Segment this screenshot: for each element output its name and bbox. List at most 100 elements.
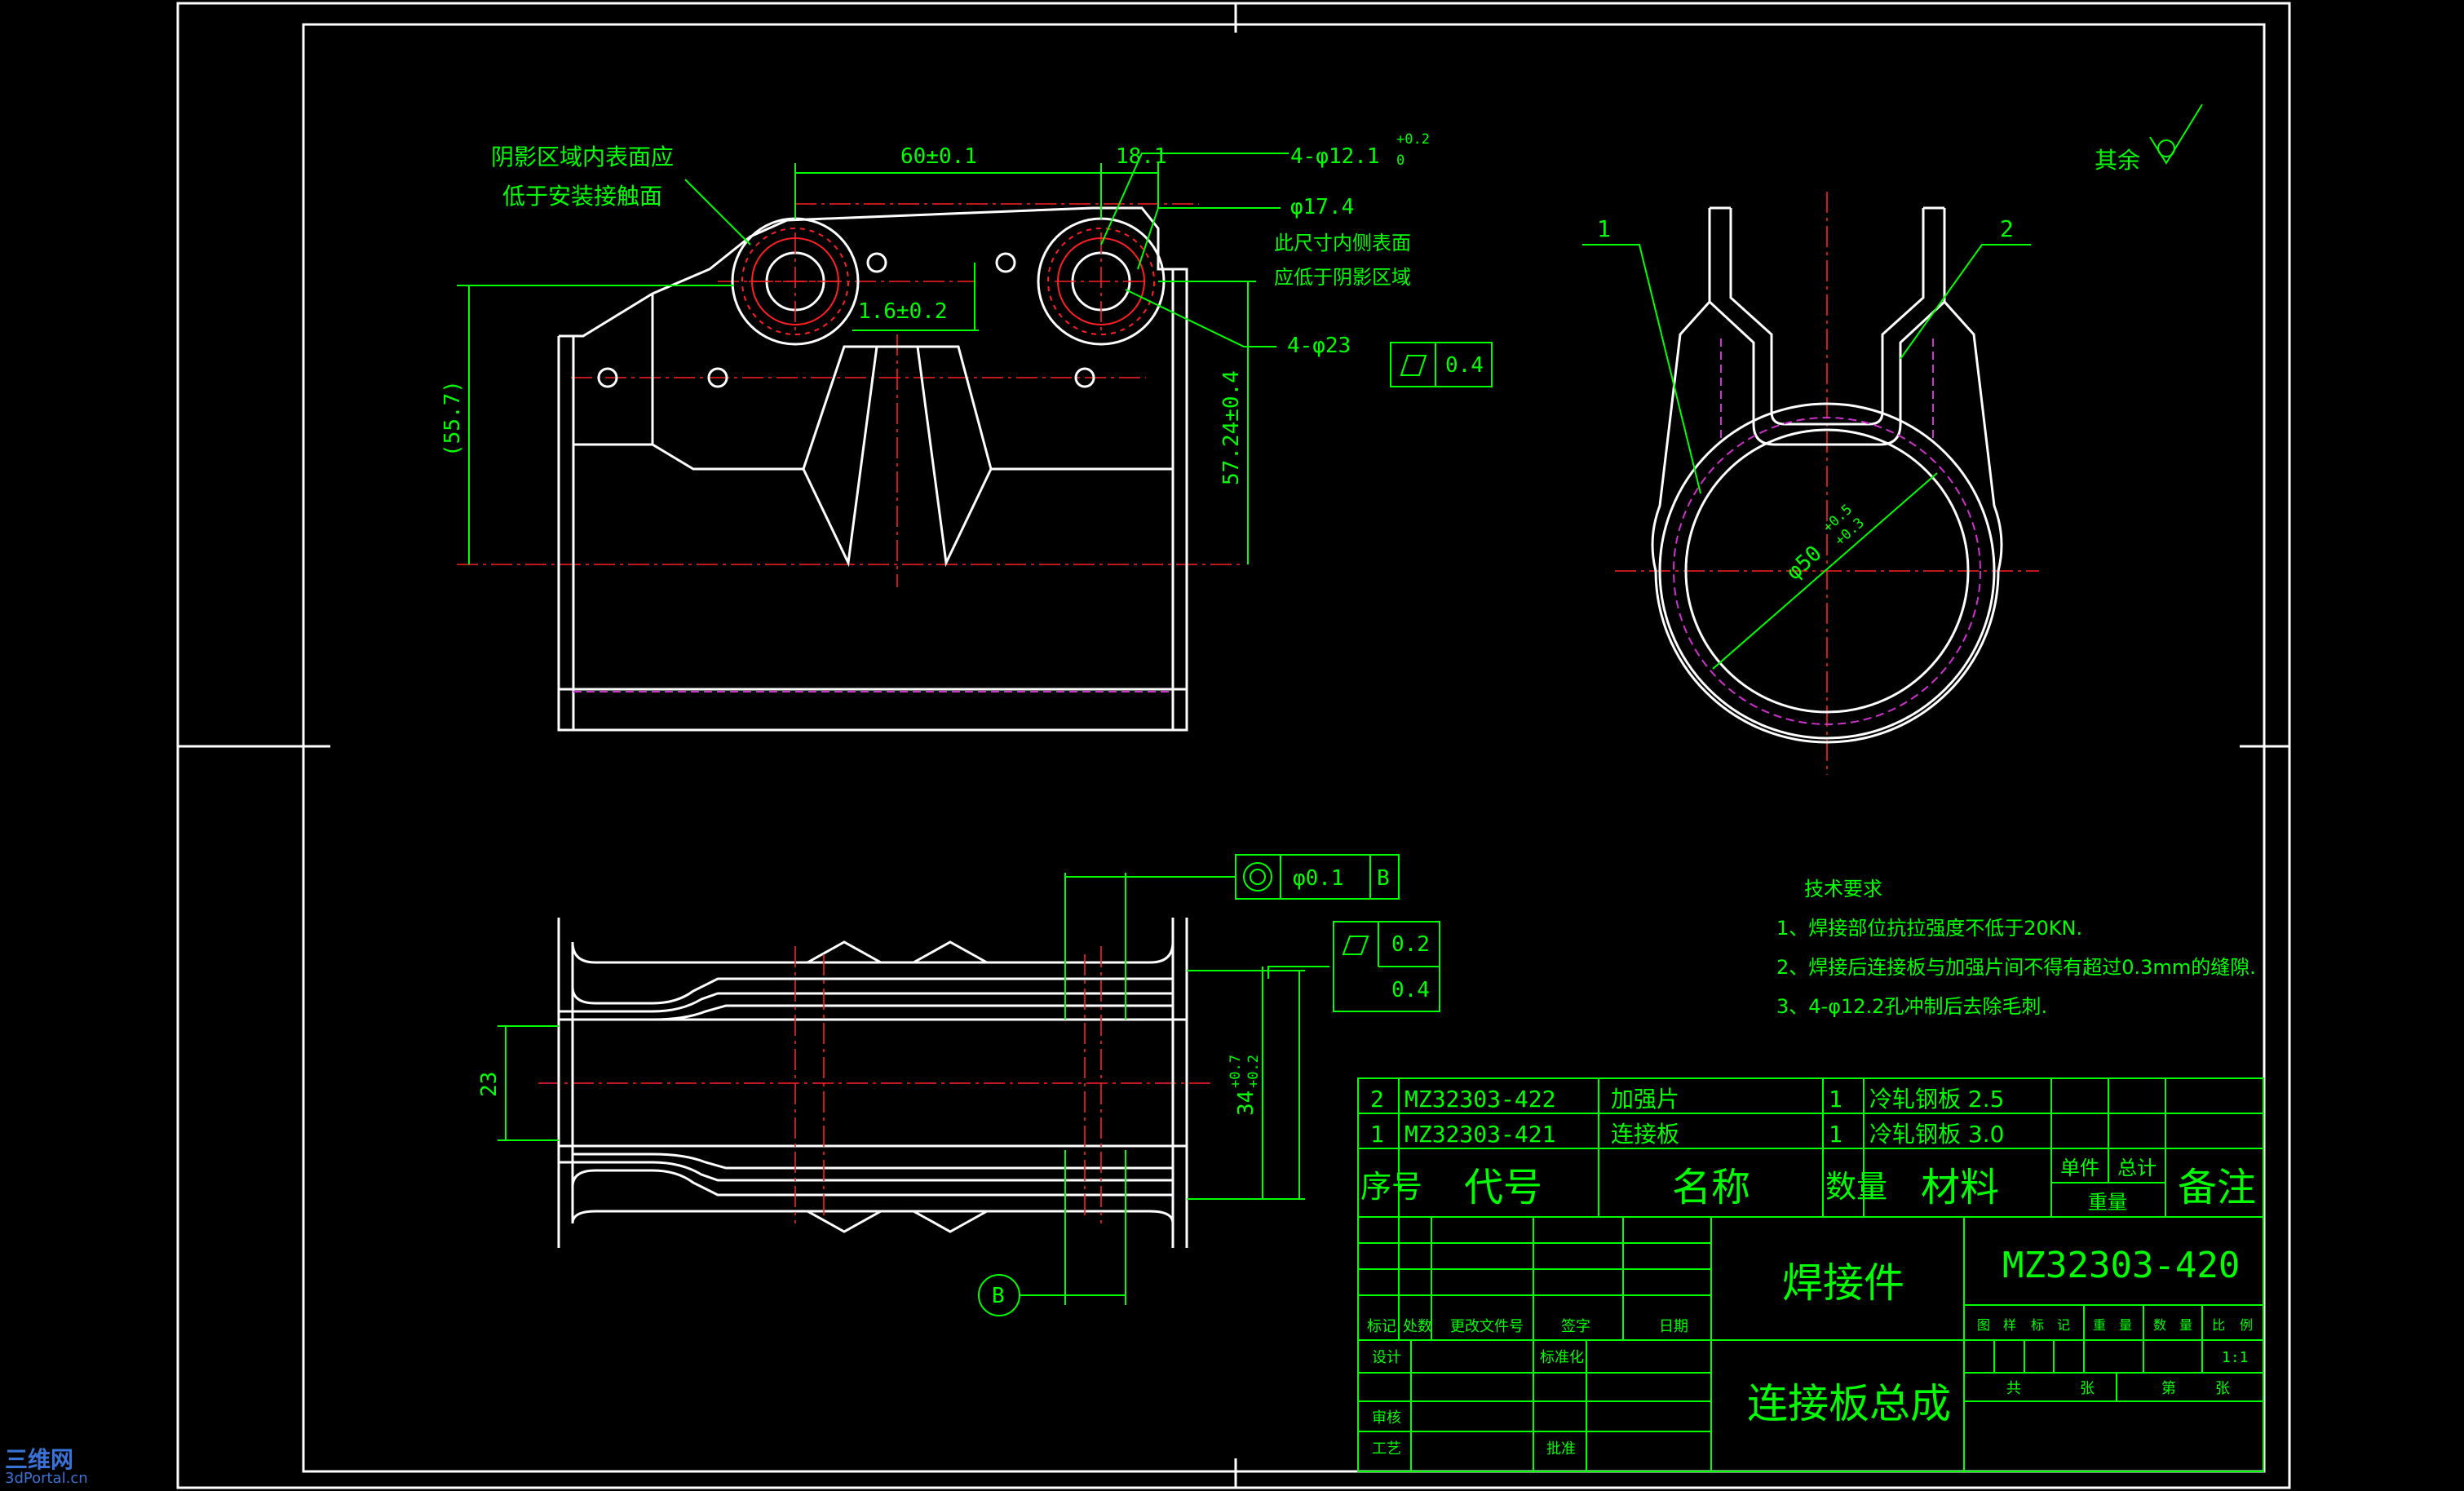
tech-req-item-2: 2、焊接后连接板与加强片间不得有超过0.3mm的缝隙. (1776, 956, 2256, 979)
title-sheet-no-suffix: 张 (2215, 1380, 2230, 1397)
roughness-note: 其余 (2095, 147, 2140, 174)
dim-phi17: φ17.4 (1290, 195, 1354, 219)
position-value: φ0.1 (1293, 866, 1344, 891)
parts-row-1-no: 2 (1370, 1086, 1384, 1113)
watermark-logo: 三维网 3dPortal.cn (5, 1449, 88, 1486)
parts-row-1-name: 加强片 (1611, 1086, 1679, 1113)
title-col-count: 处数 (1403, 1318, 1432, 1335)
watermark-line1: 三维网 (5, 1446, 74, 1473)
title-role-std: 标准化 (1540, 1349, 1584, 1366)
dim-18: 18.1 (1116, 144, 1167, 169)
front-view (457, 153, 1289, 732)
dim-55: (55.7) (440, 380, 465, 457)
flatness-frame-front: 0.4 (1390, 342, 1493, 387)
position-datum: B (1377, 866, 1390, 891)
parts-list: 2 MZ32303-422 加强片 1 冷轧钢板 2.5 1 MZ32303-4… (1357, 1077, 2264, 1218)
dim-1-6: 1.6±0.2 (858, 299, 948, 324)
parts-header-material: 材料 (1921, 1165, 1999, 1210)
boss-left (731, 217, 860, 346)
inner-frame (302, 23, 2266, 1473)
watermark-line2: 3dPortal.cn (5, 1470, 88, 1487)
flatness-value-front: 0.4 (1445, 353, 1484, 378)
note-shadow-line1: 阴影区域内表面应 (491, 144, 674, 170)
side-view (1582, 192, 2039, 775)
dim-23: 23 (477, 1072, 502, 1097)
attr-h-6: 量 (2119, 1317, 2132, 1333)
parts-header-qty: 数量 (1825, 1169, 1887, 1205)
title-drawing-no: MZ32303-420 (2002, 1245, 2240, 1286)
attr-h-5: 重 (2093, 1317, 2106, 1333)
parts-row-1-code: MZ32303-422 (1405, 1086, 1555, 1113)
parts-header-no: 序号 (1360, 1169, 1422, 1205)
tech-req-item-3: 3、4-φ12.2孔冲制后去除毛刺. (1776, 995, 2047, 1018)
flatness-frame-top: 0.2 0.4 (1333, 921, 1440, 1012)
dim-34: 34 (1234, 1091, 1259, 1116)
attr-h-1: 图 (1977, 1317, 1990, 1333)
title-col-sign: 签字 (1561, 1318, 1590, 1335)
title-role-approve: 批准 (1546, 1440, 1576, 1458)
parts-header-remark: 备注 (2178, 1165, 2256, 1210)
dim-hole-main: 4-φ12.1 (1290, 144, 1380, 169)
dim-hole-main-tol-lower: 0 (1396, 153, 1405, 169)
attr-h-8: 量 (2179, 1317, 2192, 1333)
title-sheets-total: 共 (2006, 1380, 2021, 1397)
note-inside-line1: 此尺寸内侧表面 (1274, 232, 1411, 254)
roughness-symbol (2149, 104, 2203, 165)
tech-req-item-1: 1、焊接部位抗拉强度不低于20KN. (1776, 917, 2082, 940)
title-role-process: 工艺 (1372, 1440, 1401, 1458)
parts-header-code: 代号 (1464, 1165, 1542, 1210)
parts-row-2-material: 冷轧钢板 3.0 (1869, 1121, 2004, 1148)
title-role-review: 审核 (1372, 1409, 1401, 1427)
dim-60: 60±0.1 (900, 144, 977, 169)
outer-frame (176, 2, 2291, 1489)
attr-h-10: 例 (2240, 1317, 2253, 1333)
datum-b-marker: B (978, 1274, 1020, 1316)
tech-requirements: 技术要求 1、焊接部位抗拉强度不低于20KN. 2、焊接后连接板与加强片间不得有… (1776, 878, 2256, 1018)
attr-h-2: 样 (2003, 1317, 2016, 1333)
title-sheets-total-suffix: 张 (2080, 1380, 2095, 1397)
dim-hole-23: 4-φ23 (1287, 334, 1351, 358)
attr-h-3: 标 (2031, 1317, 2044, 1333)
parts-header-unit: 单件 (2060, 1157, 2099, 1179)
parts-header-weight: 重量 (2088, 1191, 2127, 1214)
parts-row-1-material: 冷轧钢板 2.5 (1869, 1086, 2004, 1113)
parts-row-1-qty: 1 (1829, 1086, 1842, 1113)
dim-57: 57.24±0.4 (1219, 370, 1244, 485)
title-scale: 1:1 (2222, 1349, 2249, 1366)
balloon-2: 2 (2000, 215, 2014, 242)
title-role-design: 设计 (1372, 1349, 1401, 1366)
tech-req-title: 技术要求 (1804, 878, 1882, 900)
attr-h-4: 记 (2057, 1317, 2070, 1333)
balloon-1: 1 (1597, 215, 1611, 242)
flat-value-1: 0.2 (1391, 932, 1430, 957)
title-col-mark: 标记 (1367, 1318, 1396, 1335)
dim-phi50: φ50 (1782, 541, 1827, 585)
position-tolerance-frame: φ0.1 B (1235, 854, 1400, 900)
title-col-docno: 更改文件号 (1450, 1318, 1524, 1335)
parts-row-2-no: 1 (1370, 1121, 1384, 1148)
parts-row-2-code: MZ32303-421 (1405, 1121, 1555, 1148)
attr-h-7: 数 (2153, 1317, 2166, 1333)
dim-hole-main-tol-upper: +0.2 (1396, 131, 1430, 148)
parts-header-total: 总计 (2117, 1157, 2157, 1179)
title-sheet-no: 第 (2161, 1380, 2176, 1397)
title-part-type: 焊接件 (1782, 1259, 1904, 1307)
note-shadow-line2: 低于安装接触面 (502, 183, 662, 210)
parts-row-2-qty: 1 (1829, 1121, 1842, 1148)
top-view (498, 873, 1329, 1305)
top-view-annotations: φ0.1 B 0.2 0.4 23 34 +0.7 +0.2 B (477, 854, 1440, 1316)
title-part-name: 连接板总成 (1747, 1380, 1951, 1427)
title-col-date: 日期 (1659, 1318, 1688, 1335)
dim-34-tol-upper: +0.7 (1228, 1055, 1244, 1088)
attr-h-9: 比 (2212, 1317, 2225, 1333)
dim-34-tol-lower: +0.2 (1245, 1055, 1262, 1088)
note-inside-line2: 应低于阴影区域 (1274, 266, 1411, 289)
parts-row-2-name: 连接板 (1611, 1121, 1679, 1148)
parts-header-name: 名称 (1672, 1165, 1750, 1210)
flat-value-2: 0.4 (1391, 978, 1430, 1002)
title-block: 焊接件 MZ32303-420 连接板总成 标记 处数 更改文件号 签字 日期 … (1357, 1216, 2264, 1472)
front-view-annotations: 阴影区域内表面应 低于安装接触面 60±0.1 18.1 4-φ12.1 +0.… (440, 131, 1493, 485)
datum-b-label: B (992, 1284, 1005, 1308)
boss-right (1037, 217, 1166, 346)
